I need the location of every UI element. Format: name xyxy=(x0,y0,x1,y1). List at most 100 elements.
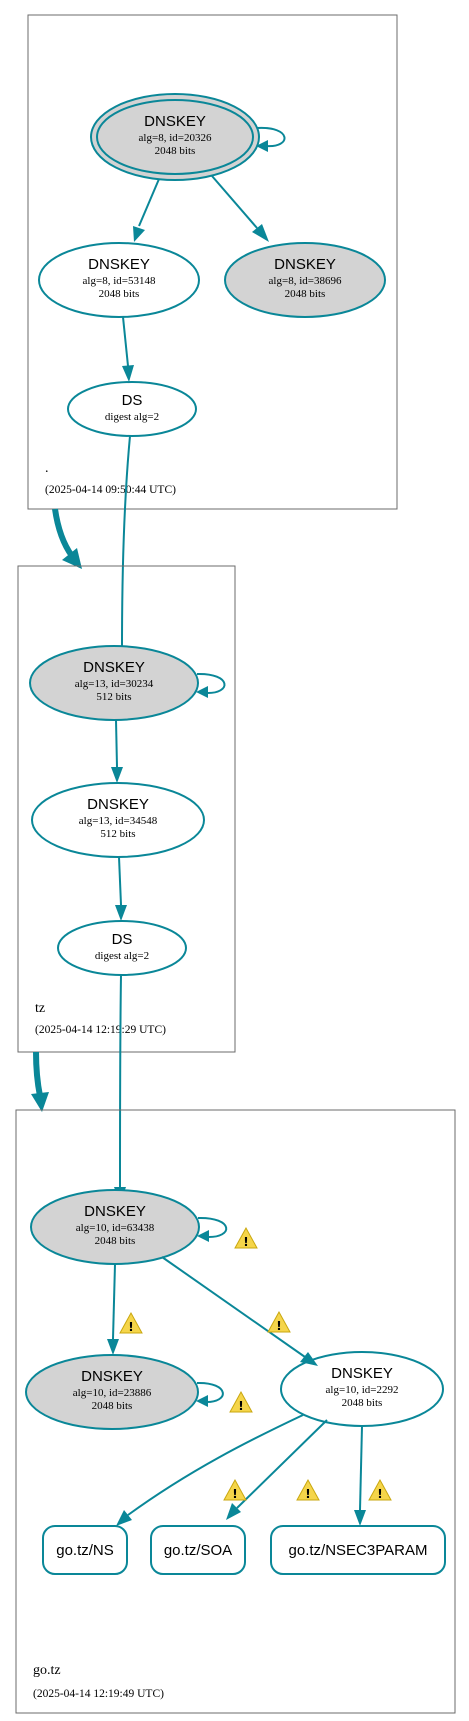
root-ksk-line1: alg=8, id=20326 xyxy=(139,132,212,144)
edge-gotz-ksk-to-key2-arrow xyxy=(107,1339,119,1355)
root-zsk2-node[interactable]: DNSKEY alg=8, id=38696 2048 bits xyxy=(224,242,386,318)
edge-tz-ds-to-gotz-ksk xyxy=(119,974,122,1188)
tz-ksk-self-loop-arrow xyxy=(196,686,208,698)
warning-triangle xyxy=(267,1310,291,1333)
warning-icon[interactable]: ! xyxy=(296,1478,320,1501)
gotz-key2-line1: alg=10, id=23886 xyxy=(73,1387,152,1399)
edge-gotz-ksk-to-key3 xyxy=(161,1256,306,1358)
gotz-key3-title: DNSKEY xyxy=(331,1365,393,1382)
tz-ksk-line1: alg=13, id=30234 xyxy=(75,678,154,690)
tz-zsk-node[interactable]: DNSKEY alg=13, id=34548 512 bits xyxy=(31,782,205,858)
root-ds-node[interactable]: DS digest alg=2 xyxy=(67,381,197,437)
delegation-root-to-tz-arrow xyxy=(62,548,82,569)
warning-mark: ! xyxy=(238,1399,243,1413)
gotz-key2-node[interactable]: DNSKEY alg=10, id=23886 2048 bits xyxy=(25,1354,199,1430)
edge-root-ksk-to-zsk2 xyxy=(211,175,258,229)
record-soa-box xyxy=(150,1525,246,1575)
edge-gotz-key3-to-nsec3param-arrow xyxy=(354,1510,366,1526)
root-zsk2-title: DNSKEY xyxy=(274,256,336,273)
warning-icon[interactable]: ! xyxy=(368,1478,392,1501)
root-zsk1-line1: alg=8, id=53148 xyxy=(83,275,156,287)
edge-root-zsk1-to-ds-arrow xyxy=(122,365,134,382)
tz-ksk-self-loop xyxy=(196,672,226,695)
zone-tz-box xyxy=(17,565,236,1053)
warning-mark: ! xyxy=(377,1487,382,1501)
root-ds-title: DS xyxy=(122,392,143,409)
edge-tz-ksk-to-zsk xyxy=(115,719,118,768)
root-zone-timestamp: (2025-04-14 09:50:44 UTC) xyxy=(45,484,176,496)
gotz-key3-line2: 2048 bits xyxy=(342,1397,383,1409)
warning-icon[interactable]: ! xyxy=(229,1390,253,1413)
record-soa[interactable]: go.tz/SOA xyxy=(150,1525,246,1575)
edge-gotz-key3-to-ns xyxy=(127,1414,304,1516)
gotz-ksk-title: DNSKEY xyxy=(84,1203,146,1220)
gotz-ksk-line1: alg=10, id=63438 xyxy=(76,1222,155,1234)
gotz-key2-self-loop-arrow xyxy=(196,1395,208,1407)
tz-zsk-line2: 512 bits xyxy=(100,828,135,840)
root-zsk1-line2: 2048 bits xyxy=(99,288,140,300)
delegation-tz-to-gotz-arrow xyxy=(31,1092,49,1112)
edge-root-ksk-to-zsk1-arrow xyxy=(133,226,145,242)
gotz-ksk-self-loop-arrow xyxy=(197,1230,209,1242)
tz-zsk-ellipse xyxy=(31,782,205,858)
record-nsec3param-box xyxy=(270,1525,446,1575)
warning-mark: ! xyxy=(276,1319,281,1333)
warning-mark: ! xyxy=(232,1487,237,1501)
root-zsk2-line2: 2048 bits xyxy=(285,288,326,300)
edge-gotz-key3-to-nsec3param xyxy=(359,1425,363,1511)
warning-triangle xyxy=(234,1226,258,1249)
warning-triangle xyxy=(229,1390,253,1413)
root-zsk1-title: DNSKEY xyxy=(88,256,150,273)
gotz-key2-self-loop xyxy=(196,1381,224,1404)
root-ds-ellipse xyxy=(67,381,197,437)
zone-root-box xyxy=(27,14,398,510)
record-nsec3param-label: go.tz/NSEC3PARAM xyxy=(289,1542,428,1559)
edge-gotz-ksk-to-key3-arrow xyxy=(300,1352,318,1366)
edge-gotz-key3-to-soa-arrow xyxy=(226,1503,241,1520)
warning-icon[interactable]: ! xyxy=(119,1311,143,1334)
gotz-zone-timestamp: (2025-04-14 12:19:49 UTC) xyxy=(33,1688,164,1700)
delegation-tz-to-gotz xyxy=(33,1051,43,1097)
warning-icon[interactable]: ! xyxy=(267,1310,291,1333)
gotz-key2-title: DNSKEY xyxy=(81,1368,143,1385)
gotz-ksk-node[interactable]: DNSKEY alg=10, id=63438 2048 bits xyxy=(30,1189,200,1265)
gotz-ksk-self-loop xyxy=(197,1216,228,1239)
tz-ksk-ellipse xyxy=(29,645,199,721)
tz-zone-timestamp: (2025-04-14 12:19:29 UTC) xyxy=(35,1024,166,1036)
tz-ksk-line2: 512 bits xyxy=(96,691,131,703)
root-zsk1-ellipse xyxy=(38,242,200,318)
record-nsec3param[interactable]: go.tz/NSEC3PARAM xyxy=(270,1525,446,1575)
warning-icon[interactable]: ! xyxy=(234,1226,258,1249)
warning-triangle xyxy=(296,1478,320,1501)
gotz-ksk-line2: 2048 bits xyxy=(95,1235,136,1247)
tz-ds-title: DS xyxy=(112,931,133,948)
gotz-zone-label: go.tz xyxy=(33,1663,61,1678)
edge-root-ds-to-tz-ksk xyxy=(121,435,131,648)
gotz-key2-line2: 2048 bits xyxy=(92,1400,133,1412)
tz-ds-node[interactable]: DS digest alg=2 xyxy=(57,920,187,976)
warning-icon[interactable]: ! xyxy=(223,1478,247,1501)
tz-ksk-title: DNSKEY xyxy=(83,659,145,676)
gotz-key2-ellipse xyxy=(25,1354,199,1430)
zone-tz: DNSKEY alg=13, id=30234 512 bits DNSKEY … xyxy=(17,565,236,1053)
zone-gotz-box xyxy=(15,1109,456,1714)
edge-root-ksk-to-zsk2-arrow xyxy=(252,224,269,242)
zone-root: DNSKEY alg=8, id=20326 2048 bits DNSKEY … xyxy=(27,14,398,510)
record-ns[interactable]: go.tz/NS xyxy=(42,1525,128,1575)
gotz-key3-line1: alg=10, id=2292 xyxy=(326,1384,399,1396)
root-ksk-self-loop xyxy=(256,126,286,148)
warning-mark: ! xyxy=(305,1487,310,1501)
edge-tz-zsk-to-ds xyxy=(118,856,122,906)
root-ksk-self-loop-arrow xyxy=(256,140,268,152)
root-ksk-title: DNSKEY xyxy=(144,113,206,130)
root-ds-line1: digest alg=2 xyxy=(105,411,159,423)
root-ksk-line2: 2048 bits xyxy=(155,145,196,157)
tz-zone-label: tz xyxy=(35,1001,45,1016)
root-ksk-node[interactable]: DNSKEY alg=8, id=20326 2048 bits xyxy=(90,93,260,181)
tz-ksk-node[interactable]: DNSKEY alg=13, id=30234 512 bits xyxy=(29,645,199,721)
root-ksk-inner-ellipse xyxy=(96,99,254,175)
root-zsk1-node[interactable]: DNSKEY alg=8, id=53148 2048 bits xyxy=(38,242,200,318)
root-zsk2-line1: alg=8, id=38696 xyxy=(269,275,342,287)
warning-triangle xyxy=(119,1311,143,1334)
root-zone-label: . xyxy=(45,461,49,476)
